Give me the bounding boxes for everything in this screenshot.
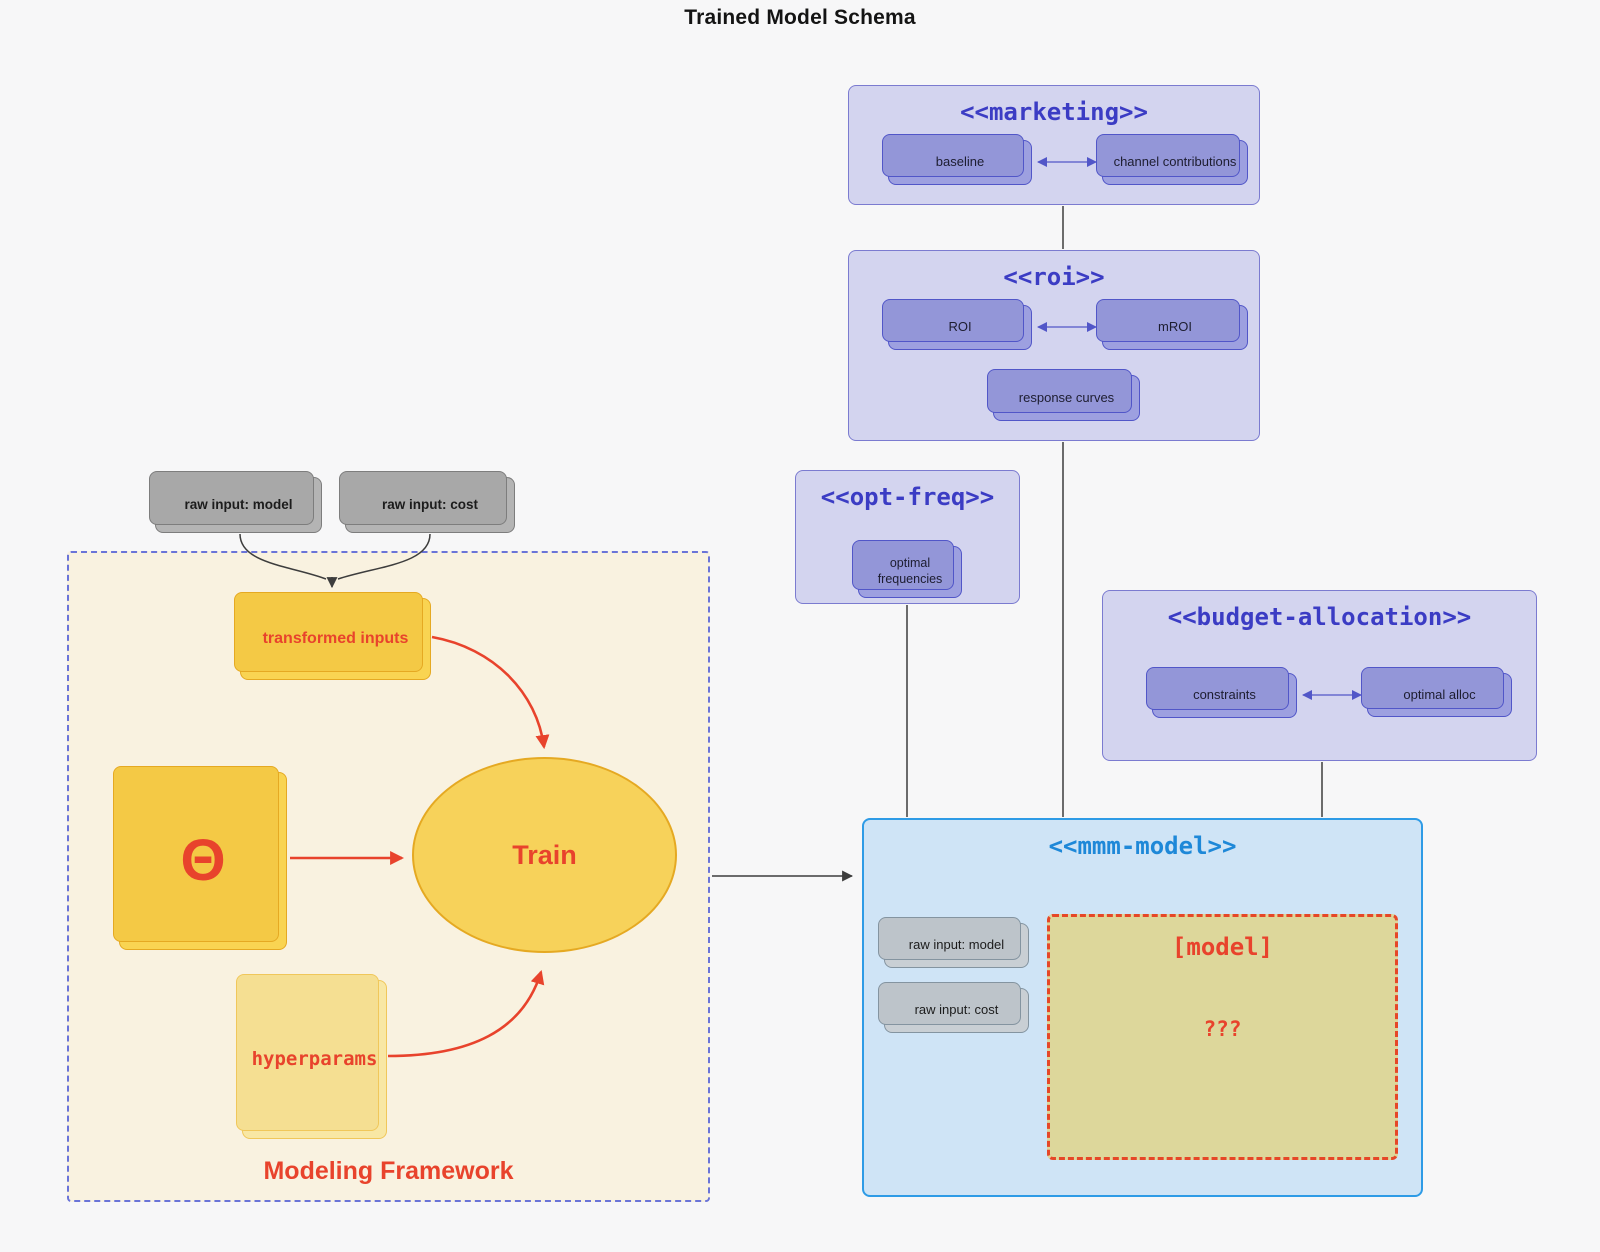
- group-budget-allocation-title: <<budget-allocation>>: [1167, 603, 1472, 631]
- node-raw-input-model: raw input: model: [149, 471, 322, 533]
- node-optimal-frequencies: optimal frequencies: [852, 540, 962, 598]
- node-mmm-raw-input-cost: raw input: cost: [878, 982, 1029, 1033]
- node-raw-input-cost: raw input: cost: [339, 471, 515, 533]
- node-constraints: constraints: [1146, 667, 1297, 718]
- node-roi: ROI: [882, 299, 1032, 350]
- model-label: [model]: [1171, 933, 1274, 961]
- node-train-ellipse: Train: [412, 757, 677, 953]
- node-baseline: baseline: [882, 134, 1032, 185]
- group-mmm-model-title: <<mmm-model>>: [1048, 832, 1237, 860]
- model-unknown-text: ???: [1203, 1017, 1242, 1041]
- group-roi-title: <<roi>>: [1003, 263, 1105, 291]
- model-placeholder-box: [model] ???: [1047, 914, 1398, 1160]
- modeling-framework-label: Modeling Framework: [263, 1157, 514, 1185]
- node-response-curves: response curves: [987, 369, 1140, 421]
- page-title: Trained Model Schema: [684, 6, 916, 29]
- group-opt-freq-title: <<opt-freq>>: [820, 483, 995, 511]
- node-mroi: mROI: [1096, 299, 1248, 350]
- group-marketing-title: <<marketing>>: [960, 98, 1148, 126]
- node-channel-contributions: channel contributions: [1096, 134, 1248, 185]
- node-mmm-raw-input-model: raw input: model: [878, 917, 1029, 968]
- node-optimal-alloc: optimal alloc: [1361, 667, 1512, 717]
- node-hyperparams: hyperparams: [236, 974, 387, 1139]
- train-label: Train: [512, 839, 577, 870]
- node-transformed-inputs: transformed inputs: [234, 592, 431, 680]
- node-theta: Θ: [113, 766, 287, 950]
